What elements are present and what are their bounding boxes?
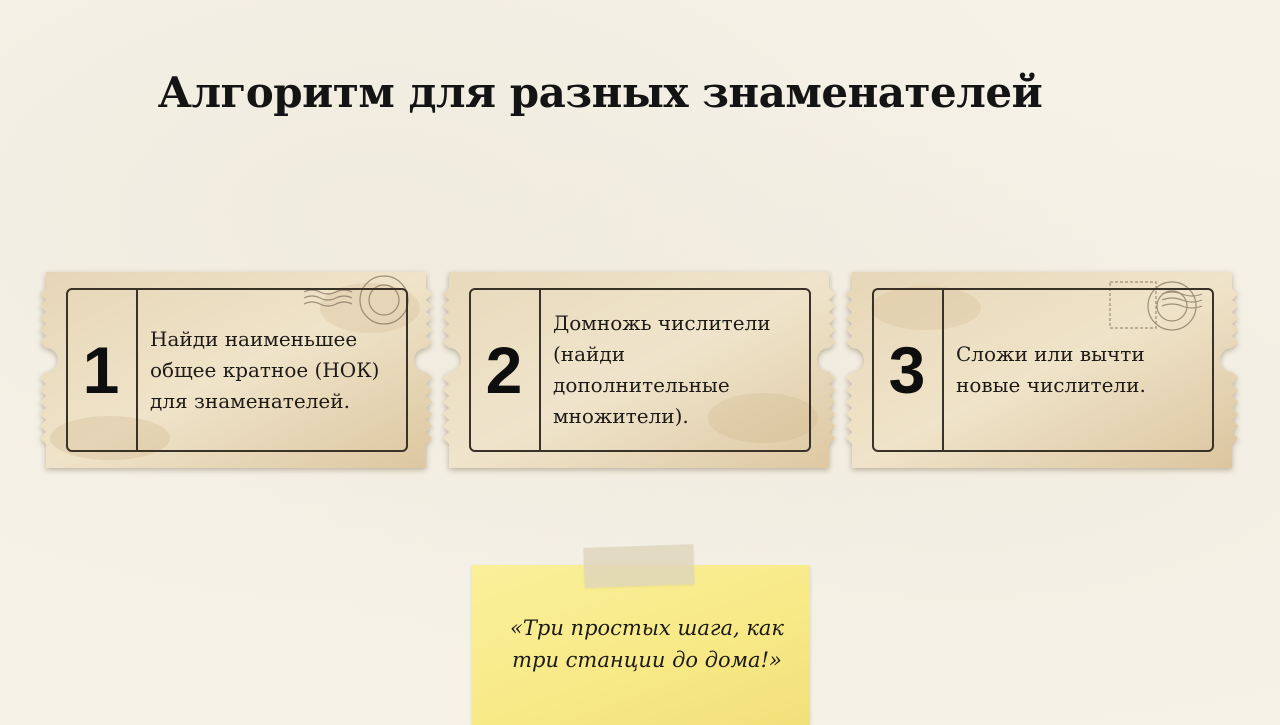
postage-stamp-icon	[1109, 281, 1203, 331]
step-number: 1	[82, 333, 120, 407]
step-text-line: Сложи или вычти	[956, 342, 1145, 366]
ticket-divider	[136, 288, 138, 452]
step-text-line: (найди дополнительные	[553, 342, 730, 397]
ticket-frame	[872, 288, 1214, 452]
ticket-background	[443, 272, 835, 468]
step-number: 3	[888, 333, 926, 407]
step-text-line: для знаменателей.	[150, 388, 350, 413]
ticket-frame	[469, 288, 811, 452]
quote-line: три станции до дома!»	[512, 648, 782, 672]
ticket-background	[40, 272, 432, 468]
step-description: Сложи или вычти новые числители.	[956, 288, 1210, 452]
step-text-line: Домножь числители	[553, 311, 771, 335]
step-description: Найди наименьшее общее кратное (НОК) для…	[150, 288, 404, 452]
page-title: Алгоритм для разных знаменателей	[157, 68, 1043, 117]
ticket-divider	[539, 288, 541, 452]
tape-strip	[583, 544, 695, 588]
sticky-note	[472, 565, 810, 725]
step-number: 2	[485, 333, 523, 407]
step-text-line: общее кратное (НОК)	[150, 357, 380, 382]
sticky-note-quote: «Три простых шага, как три станции до до…	[472, 612, 810, 676]
ticket-background	[846, 272, 1238, 468]
postmark-icon	[303, 275, 409, 325]
quote-line: «Три простых шага, как	[510, 616, 784, 640]
step-ticket-2: 2 Домножь числители (найди дополнительны…	[443, 268, 835, 472]
step-description: Домножь числители (найди дополнительные …	[553, 288, 807, 452]
step-text-line: новые числители.	[956, 373, 1146, 397]
step-ticket-1: 1 Найди наименьшее общее кратное (НОК) д…	[40, 268, 432, 472]
ticket-frame	[66, 288, 408, 452]
step-ticket-3: 3 Сложи или вычти новые числители.	[846, 268, 1238, 472]
step-text-line: Найди наименьшее	[150, 326, 358, 351]
ticket-divider	[942, 288, 944, 452]
step-text-line: множители).	[553, 404, 689, 428]
